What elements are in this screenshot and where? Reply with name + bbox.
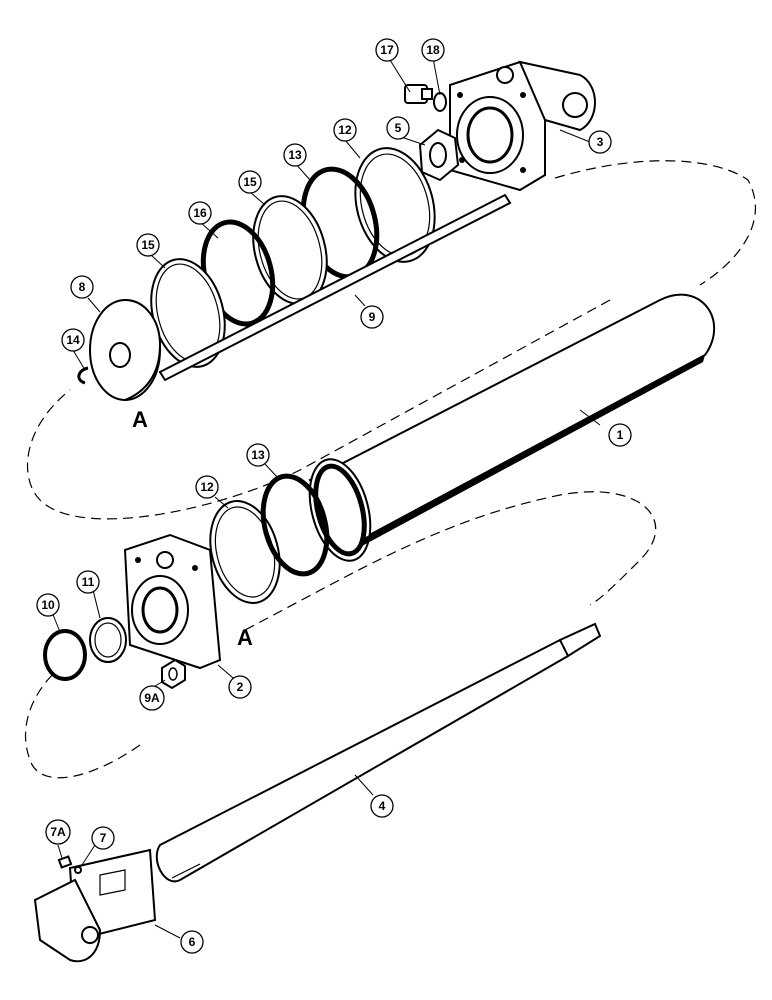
svg-text:16: 16 <box>193 206 207 220</box>
callout-11: 11 <box>76 570 100 594</box>
svg-text:13: 13 <box>288 148 302 162</box>
svg-text:9A: 9A <box>144 691 160 705</box>
svg-text:10: 10 <box>41 598 55 612</box>
svg-text:2: 2 <box>237 680 244 694</box>
svg-text:5: 5 <box>395 121 402 135</box>
svg-text:7: 7 <box>100 831 107 845</box>
tie-rod-9 <box>158 193 512 382</box>
barrel-tube <box>308 293 716 562</box>
callout-12-lower: 12 <box>195 475 219 499</box>
seal-10 <box>43 629 87 681</box>
nut-5 <box>418 128 460 182</box>
head-clevis-end <box>449 60 596 192</box>
o-ring-18 <box>433 92 447 112</box>
callout-9a: 9A <box>139 685 165 711</box>
callout-13-upper: 13 <box>283 143 307 167</box>
snap-ring-14 <box>77 366 89 385</box>
callout-4: 4 <box>370 794 394 818</box>
callout-7: 7 <box>91 826 115 850</box>
callout-2: 2 <box>228 675 252 699</box>
svg-text:11: 11 <box>82 575 95 589</box>
cap-end-2 <box>123 533 222 670</box>
o-ring-13-lower <box>260 473 330 577</box>
plug-17 <box>404 84 433 104</box>
svg-text:15: 15 <box>141 238 155 252</box>
set-screw-7a <box>57 855 73 869</box>
svg-text:6: 6 <box>189 935 196 949</box>
callout-10: 10 <box>36 593 60 617</box>
callout-14: 14 <box>61 328 85 352</box>
seal-11-inner <box>94 622 122 658</box>
reference-mark-a-upper: A <box>132 407 148 432</box>
svg-text:3: 3 <box>597 135 604 149</box>
seal-11 <box>89 617 127 663</box>
callout-13-lower: 13 <box>246 443 270 467</box>
callout-16: 16 <box>188 201 212 225</box>
svg-text:9: 9 <box>369 310 376 324</box>
reference-mark-a-lower: A <box>237 625 253 650</box>
svg-text:14: 14 <box>66 333 80 347</box>
callout-12-upper: 12 <box>333 118 357 142</box>
piston-8 <box>89 299 162 401</box>
callout-6: 6 <box>180 930 204 954</box>
clevis-6 <box>33 848 157 963</box>
svg-text:1: 1 <box>617 428 624 442</box>
callout-3: 3 <box>588 130 612 154</box>
svg-text:12: 12 <box>338 123 352 137</box>
nut-9a <box>161 658 186 690</box>
callout-15-b: 15 <box>238 170 262 194</box>
callout-9: 9 <box>360 305 384 329</box>
svg-text:12: 12 <box>200 480 214 494</box>
callout-1: 1 <box>608 423 632 447</box>
part-7 <box>74 866 82 874</box>
svg-text:4: 4 <box>379 799 386 813</box>
callouts: 17 18 3 5 12 13 15 16 15 8 14 9 1 12 13 … <box>36 38 632 954</box>
svg-text:7A: 7A <box>50 825 66 839</box>
piston-rod-4 <box>155 622 602 883</box>
callout-5: 5 <box>386 116 410 140</box>
callout-7a: 7A <box>45 819 71 845</box>
callout-8: 8 <box>70 275 94 299</box>
svg-text:18: 18 <box>426 43 440 57</box>
callout-15-a: 15 <box>136 233 160 257</box>
svg-text:13: 13 <box>251 448 265 462</box>
callout-17: 17 <box>375 38 399 62</box>
leader-lines <box>51 57 601 939</box>
callout-18: 18 <box>421 38 445 62</box>
dashed-path-lower <box>25 491 657 779</box>
svg-text:8: 8 <box>79 280 86 294</box>
svg-text:17: 17 <box>380 43 394 57</box>
svg-text:15: 15 <box>243 175 257 189</box>
dashed-path-upper <box>26 160 757 520</box>
